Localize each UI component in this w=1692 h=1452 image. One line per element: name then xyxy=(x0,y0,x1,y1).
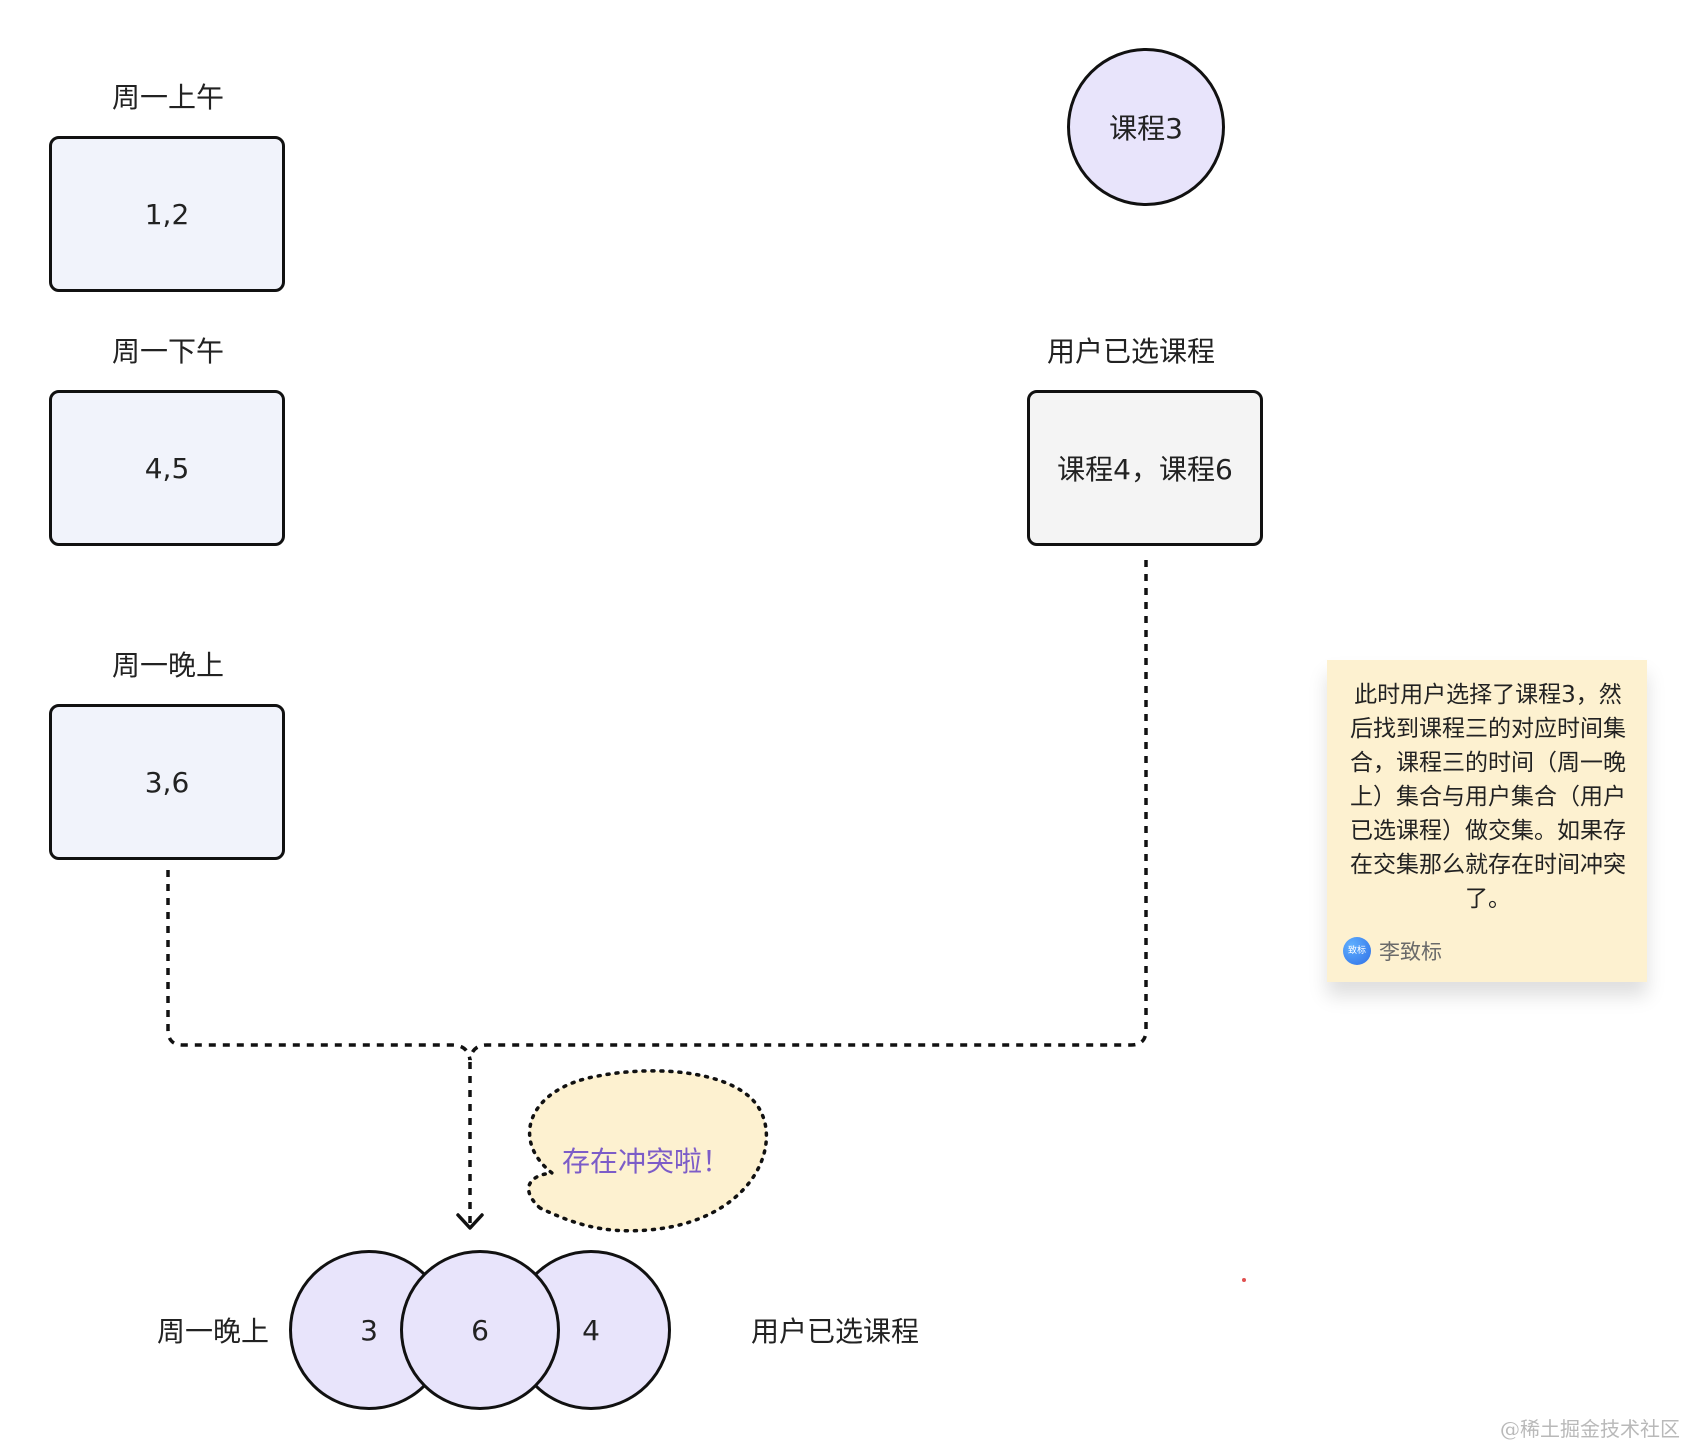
selected-course-label: 课程3 xyxy=(1109,112,1183,145)
slot-box-monday-evening[interactable]: 3,6 xyxy=(49,704,285,860)
slot-label-monday-morning: 周一上午 xyxy=(112,81,225,114)
slot-box-monday-morning[interactable]: 1,2 xyxy=(49,136,285,292)
slot-label-monday-afternoon: 周一下午 xyxy=(112,335,225,368)
connector-user-to-intersection xyxy=(468,560,1148,1061)
note-author: 致标 李致标 xyxy=(1343,936,1442,966)
venn-circle-intersection: 6 xyxy=(400,1250,560,1410)
speech-bubble-shape xyxy=(527,1069,769,1233)
connector-slot-to-intersection xyxy=(166,870,472,1061)
slot-value: 3,6 xyxy=(144,765,190,799)
user-courses-value: 课程4，课程6 xyxy=(1057,453,1233,486)
user-courses-label: 用户已选课程 xyxy=(1047,335,1216,368)
avatar: 致标 xyxy=(1343,937,1371,965)
slot-value: 4,5 xyxy=(144,451,190,485)
selected-course-circle[interactable]: 课程3 xyxy=(1067,48,1225,206)
slot-box-monday-afternoon[interactable]: 4,5 xyxy=(49,390,285,546)
venn-right-label: 用户已选课程 xyxy=(751,1315,920,1348)
arrowhead-icon xyxy=(456,1213,484,1230)
sticky-note[interactable]: 此时用户选择了课程3，然后找到课程三的对应时间集合，课程三的时间（周一晚上）集合… xyxy=(1327,660,1647,982)
user-courses-box[interactable]: 课程4，课程6 xyxy=(1027,390,1263,546)
conflict-bubble-text: 存在冲突啦！ xyxy=(562,1145,731,1178)
slot-value: 1,2 xyxy=(144,197,190,231)
venn-value-left: 3 xyxy=(360,1313,378,1347)
venn-left-label: 周一晚上 xyxy=(157,1315,270,1348)
watermark: @稀土掘金技术社区 xyxy=(1500,1417,1680,1441)
stray-dot xyxy=(1242,1278,1246,1282)
venn-value-middle: 6 xyxy=(471,1313,489,1347)
slot-label-monday-evening: 周一晚上 xyxy=(112,649,225,682)
note-text: 此时用户选择了课程3，然后找到课程三的对应时间集合，课程三的时间（周一晚上）集合… xyxy=(1350,682,1626,912)
venn-value-right: 4 xyxy=(582,1313,600,1347)
note-author-name: 李致标 xyxy=(1379,940,1442,964)
